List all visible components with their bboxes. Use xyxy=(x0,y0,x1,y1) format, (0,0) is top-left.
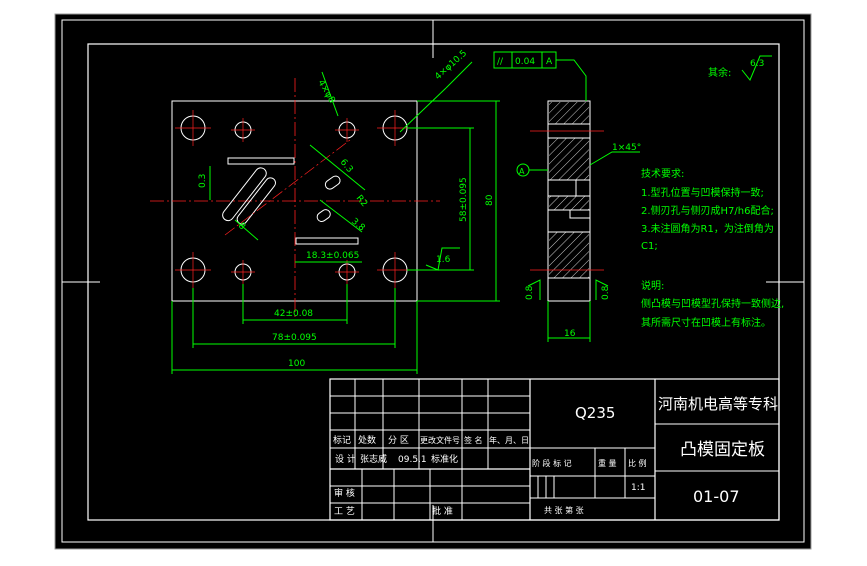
tb-col-count: 处数 xyxy=(358,434,376,446)
tb-review-label: 审 核 xyxy=(334,487,355,499)
side-blade-slot-bottom xyxy=(295,237,359,245)
technical-requirements: 技术要求: 1.型孔位置与凹模保持一致; 2.侧刃孔与侧刃成H7/h6配合; 3… xyxy=(641,167,784,329)
req-3: 3.未注圆角为R1，为注倒角为 xyxy=(641,222,774,235)
tol-datum: A xyxy=(546,57,553,67)
section-dimensions: // 0.04 A A 1×45° 16 0.8 0.8 其余: 6.3 xyxy=(497,57,764,339)
req-1: 1.型孔位置与凹模保持一致; xyxy=(641,186,764,199)
tb-designer: 张志威 xyxy=(360,453,387,465)
tb-col-zone: 分 区 xyxy=(388,435,409,446)
tb-material: Q235 xyxy=(575,404,615,422)
dim-16: 16 xyxy=(564,329,576,339)
tol-symbol: // xyxy=(497,57,504,67)
dim-58: 58±0.095 xyxy=(459,177,469,222)
chamfer-note: 1×45° xyxy=(612,143,641,153)
drawing-area xyxy=(54,13,812,550)
note-2: 其所需尺寸在凹模上有标注。 xyxy=(641,316,771,329)
req-3b: C1; xyxy=(641,241,658,252)
title-block-text: 标记 处数 分 区 更改文件号 签 名 年、月、日 设 计 张志威 09.5.1… xyxy=(333,395,778,517)
tb-scale-label: 比 例 xyxy=(628,458,647,468)
tb-col-docno: 更改文件号 xyxy=(420,435,460,445)
tb-school: 河南机电高等专科 xyxy=(658,395,778,413)
tb-process-label: 工 艺 xyxy=(334,506,355,517)
note-1: 侧凸模与凹模型孔保持一致侧边, xyxy=(641,297,784,310)
tb-col-mark: 标记 xyxy=(333,434,351,446)
dim-183: 18.3±0.065 xyxy=(306,251,359,261)
tb-standard-label: 标准化 xyxy=(431,453,458,465)
dim-8: 8 xyxy=(236,221,247,232)
tb-drawing-no: 01-07 xyxy=(693,487,740,506)
tb-scale: 1:1 xyxy=(631,483,645,493)
datum-a: A xyxy=(519,167,525,176)
tb-date: 09.5.1 xyxy=(398,455,427,465)
side-blade-slot-top xyxy=(227,157,295,165)
tb-weight-label: 重 量 xyxy=(598,458,617,468)
tb-col-sign: 签 名 xyxy=(464,435,483,445)
dim-03: 0.3 xyxy=(198,174,208,188)
roughness-16: 1.6 xyxy=(436,255,451,265)
req-title: 技术要求: xyxy=(641,167,684,180)
dim-78: 78±0.095 xyxy=(272,333,317,343)
tb-sheets-label: 共 张 第 张 xyxy=(544,505,584,515)
title-block xyxy=(329,378,780,521)
plan-view xyxy=(150,61,500,374)
dim-100: 100 xyxy=(288,359,305,369)
dim-80: 80 xyxy=(485,194,495,206)
tb-col-date: 年、月、日 xyxy=(489,435,529,445)
roughness-value: 6.3 xyxy=(750,59,764,69)
tb-approve-label: 批 准 xyxy=(432,505,453,517)
rough-08-left: 0.8 xyxy=(525,285,535,300)
section-view xyxy=(493,51,772,342)
tb-stage-label: 阶 段 标 记 xyxy=(532,458,572,468)
tb-part-name: 凸模固定板 xyxy=(680,440,765,460)
tb-design-label: 设 计 xyxy=(335,453,356,465)
note-title: 说明: xyxy=(641,279,664,292)
section-outline xyxy=(547,100,591,302)
roughness-label: 其余: xyxy=(708,66,731,79)
req-2: 2.侧刃孔与侧刃成H7/h6配合; xyxy=(641,204,774,217)
rough-08-right: 0.8 xyxy=(601,285,611,300)
tol-value: 0.04 xyxy=(515,57,535,67)
dim-42: 42±0.08 xyxy=(274,309,313,319)
